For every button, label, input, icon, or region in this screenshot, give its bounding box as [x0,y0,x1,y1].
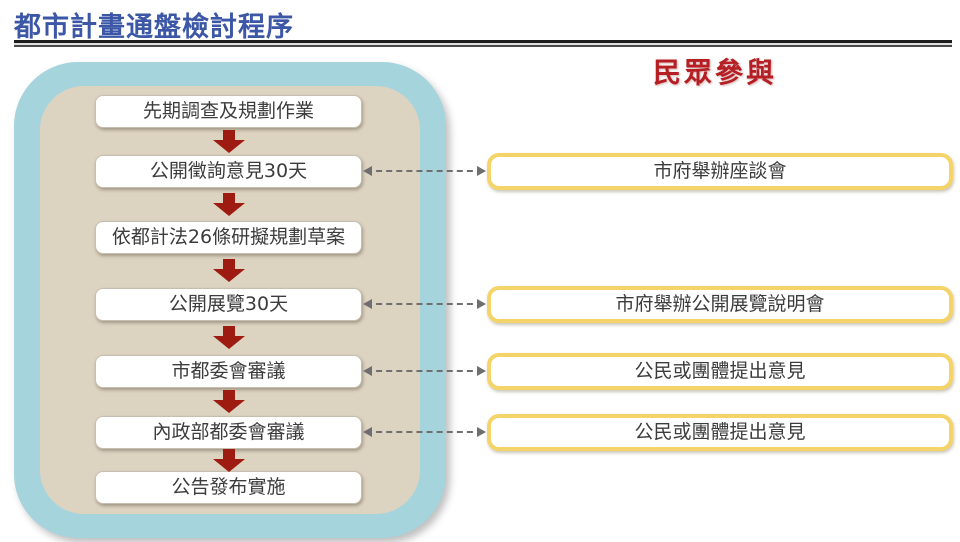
participation-heading: 民眾參與 [653,56,778,89]
flow-step-moi-review: 內政部都委會審議 [95,416,362,449]
arrow-down-icon [213,193,245,216]
flow-step-announcement: 公告發布實施 [95,471,362,504]
participation-box-opinions-1: 公民或團體提出意見 [487,353,953,390]
arrow-down-icon [213,259,245,282]
participation-box-opinions-2: 公民或團體提出意見 [487,414,953,451]
arrow-down-icon [213,130,245,153]
page-title: 都市計畫通盤檢討程序 [14,12,294,43]
arrow-down-icon [213,449,245,472]
flow-step-city-review: 市都委會審議 [95,355,362,388]
flow-step-draft-plan: 依都計法26條研擬規劃草案 [95,221,362,254]
dashed-connector-icon [363,166,486,176]
title-underline [14,40,952,47]
participation-box-briefing: 市府舉辦公開展覽說明會 [487,286,953,323]
arrow-down-icon [213,326,245,349]
dashed-connector-icon [363,299,486,309]
participation-box-forum: 市府舉辦座談會 [487,153,953,190]
flow-step-survey: 先期調查及規劃作業 [95,95,362,128]
dashed-connector-icon [363,427,486,437]
flow-step-exhibition: 公開展覽30天 [95,288,362,321]
dashed-connector-icon [363,366,486,376]
arrow-down-icon [213,390,245,413]
flow-step-consultation: 公開徵詢意見30天 [95,155,362,188]
